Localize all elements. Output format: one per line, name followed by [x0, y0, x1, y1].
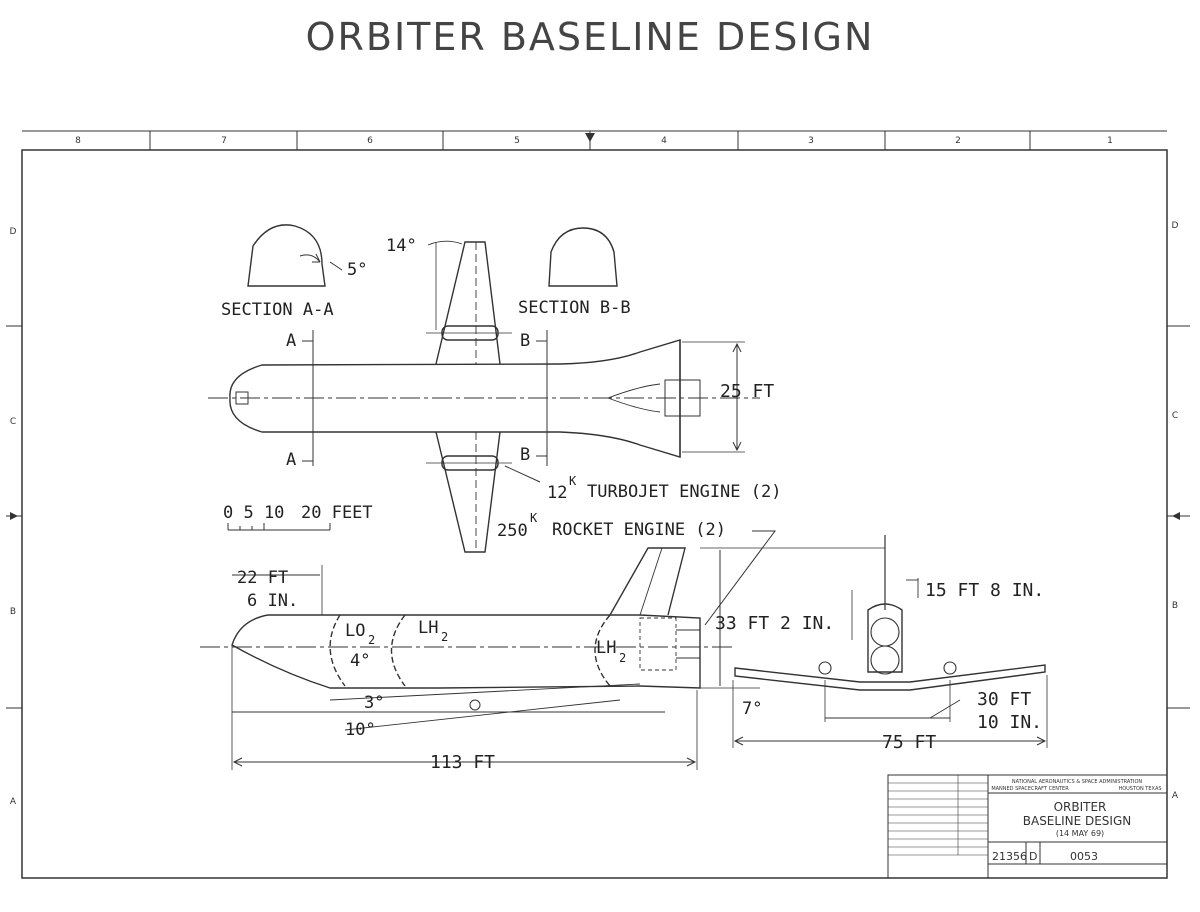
- zone-label: 2: [955, 136, 961, 146]
- top-zone-labels: 8 7 6 5 4 3 2 1: [75, 136, 1113, 146]
- scale-ticks: 0 5 10: [223, 503, 284, 523]
- zone-label: D: [1172, 221, 1179, 231]
- span-dimension: 75 FT: [882, 732, 936, 753]
- dihedral-angle: 7°: [742, 699, 762, 719]
- aft-lh2-tank-sub: 2: [619, 651, 626, 665]
- section-a-angle: 5°: [347, 260, 367, 280]
- turbojet-label: TURBOJET ENGINE (2): [587, 482, 781, 502]
- drawing-name-line-2: BASELINE DESIGN: [1023, 814, 1132, 828]
- rocket-thrust: 250: [497, 521, 528, 541]
- zone-label: C: [1172, 411, 1178, 421]
- zone-label: B: [10, 607, 16, 617]
- gear-dimension-ft: 30 FT: [977, 689, 1031, 710]
- sheet-border: [6, 130, 1190, 879]
- gear-dimension-in: 10 IN.: [977, 712, 1042, 733]
- zone-label: 1: [1107, 136, 1113, 146]
- angle-3: 3°: [364, 693, 384, 713]
- section-a-label: SECTION A-A: [221, 300, 334, 320]
- side-view: [200, 547, 885, 770]
- center-mark-icon: [10, 512, 18, 520]
- agency-name: NATIONAL AERONAUTICS & SPACE ADMINISTRAT…: [1012, 779, 1143, 785]
- center-location: HOUSTON TEXAS: [1118, 786, 1161, 792]
- center-mark-icon: [585, 133, 595, 142]
- turbojet-thrust: 12: [547, 483, 567, 503]
- lo2-tank-sub: 2: [368, 633, 375, 647]
- title-block: [887, 774, 1168, 879]
- rocket-label: ROCKET ENGINE (2): [552, 520, 726, 540]
- drawing-title: ORBITER BASELINE DESIGN: [306, 15, 875, 59]
- zone-label: D: [10, 227, 17, 237]
- drawing-number: 0053: [1070, 850, 1098, 863]
- width-dimension: 25 FT: [720, 381, 774, 402]
- lo2-tank-label: LO: [345, 621, 365, 641]
- zone-label: A: [1172, 791, 1179, 801]
- zone-label: B: [1172, 601, 1178, 611]
- fin-dimension: 15 FT 8 IN.: [925, 580, 1044, 601]
- drawing-code: 21356: [992, 850, 1027, 863]
- section-b-b: [548, 227, 618, 287]
- lh2-tank-label: LH: [418, 618, 438, 638]
- side-zone-labels: D C B A D C B A: [10, 221, 1179, 807]
- cut-marker-a: A: [286, 331, 296, 351]
- drawing-size: D: [1029, 850, 1037, 863]
- section-a-a: [247, 224, 343, 287]
- angle-4: 4°: [350, 651, 370, 671]
- turbojet-thrust-unit: K: [569, 474, 577, 488]
- zone-label: 3: [808, 136, 814, 146]
- drawing-date: (14 MAY 69): [1056, 829, 1104, 838]
- zone-label: C: [10, 417, 16, 427]
- zone-label: 7: [221, 136, 227, 146]
- scale-bar: [227, 523, 331, 531]
- angle-10: 10°: [345, 720, 376, 740]
- zone-label: 4: [661, 136, 667, 146]
- center-mark-icon: [1172, 512, 1180, 520]
- scale-value: 20 FEET: [301, 503, 373, 523]
- zone-label: 6: [367, 136, 373, 146]
- nose-dimension-in: 6 IN.: [247, 591, 298, 611]
- cut-marker-b: B: [520, 331, 530, 351]
- rocket-thrust-unit: K: [530, 511, 538, 525]
- lh2-tank-sub: 2: [441, 630, 448, 644]
- nose-dimension-ft: 22 FT: [237, 568, 288, 588]
- zone-label: 8: [75, 136, 81, 146]
- height-dimension: 33 FT 2 IN.: [715, 613, 834, 634]
- center-name: MANNED SPACECRAFT CENTER: [991, 786, 1069, 792]
- plan-view: [208, 240, 776, 626]
- zone-label: 5: [514, 136, 520, 146]
- drawing-name-line-1: ORBITER: [1054, 800, 1107, 814]
- length-dimension: 113 FT: [430, 752, 495, 773]
- cut-marker-b: B: [520, 445, 530, 465]
- sweep-angle: 14°: [386, 236, 417, 256]
- zone-label: A: [10, 797, 17, 807]
- aft-lh2-tank-label: LH: [596, 638, 616, 658]
- front-view: [732, 535, 1048, 748]
- section-b-label: SECTION B-B: [518, 298, 631, 318]
- cut-marker-a: A: [286, 450, 296, 470]
